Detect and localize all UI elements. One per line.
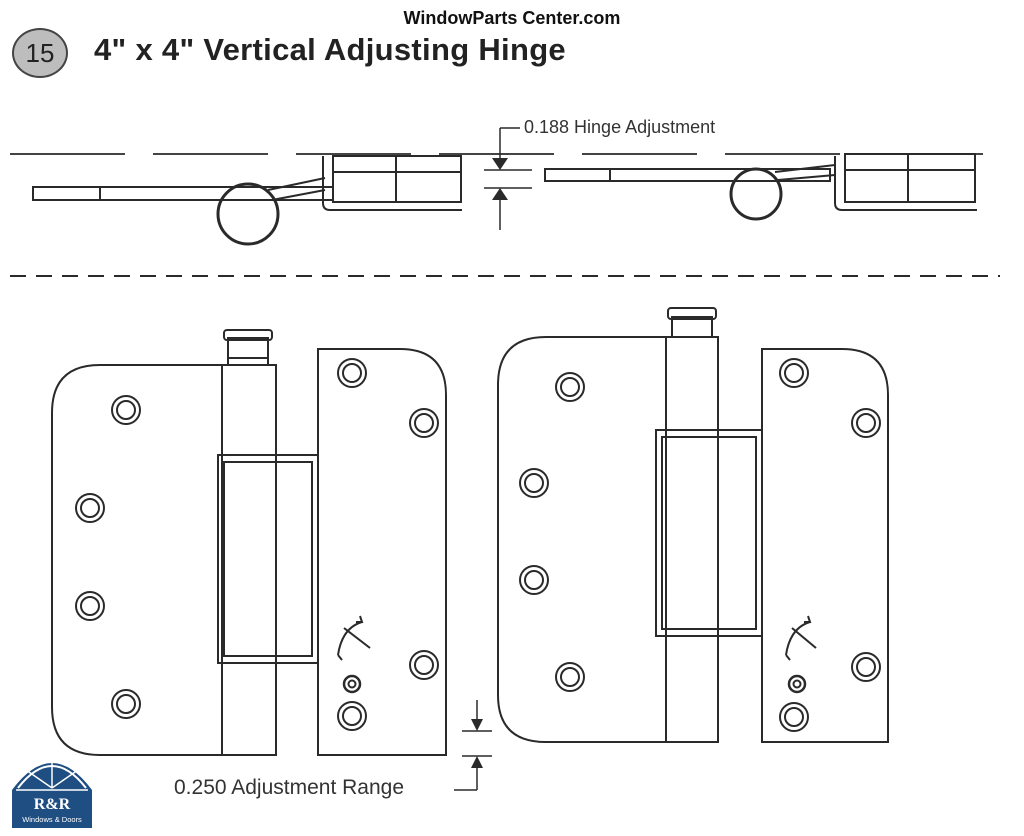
adjust-arrow-icon: [337, 615, 371, 661]
screw-holes-right: [519, 358, 881, 732]
front-view-hinge-right: [497, 307, 889, 743]
adjust-arrow-icon: [785, 615, 817, 661]
hinge-adjustment-label: 0.188 Hinge Adjustment: [524, 117, 716, 137]
adjustment-range-label: 0.250 Adjustment Range: [174, 776, 404, 799]
logo-tagline: Windows & Doors: [22, 815, 82, 824]
page-title: 4" x 4" Vertical Adjusting Hinge: [94, 32, 566, 67]
top-view-hinge-left: [32, 155, 462, 246]
top-view-hinge-right: [544, 153, 977, 221]
item-number-badge: 15: [12, 28, 68, 78]
screw-holes-left: [75, 358, 439, 731]
site-name: WindowParts Center.com: [403, 8, 621, 28]
rr-logo: [12, 760, 92, 828]
adjustment-range-dimension: [454, 700, 492, 791]
hinge-adjustment-dimension: [484, 127, 532, 230]
logo-name: R&R: [33, 796, 71, 813]
front-view-hinge-left: [51, 329, 447, 756]
